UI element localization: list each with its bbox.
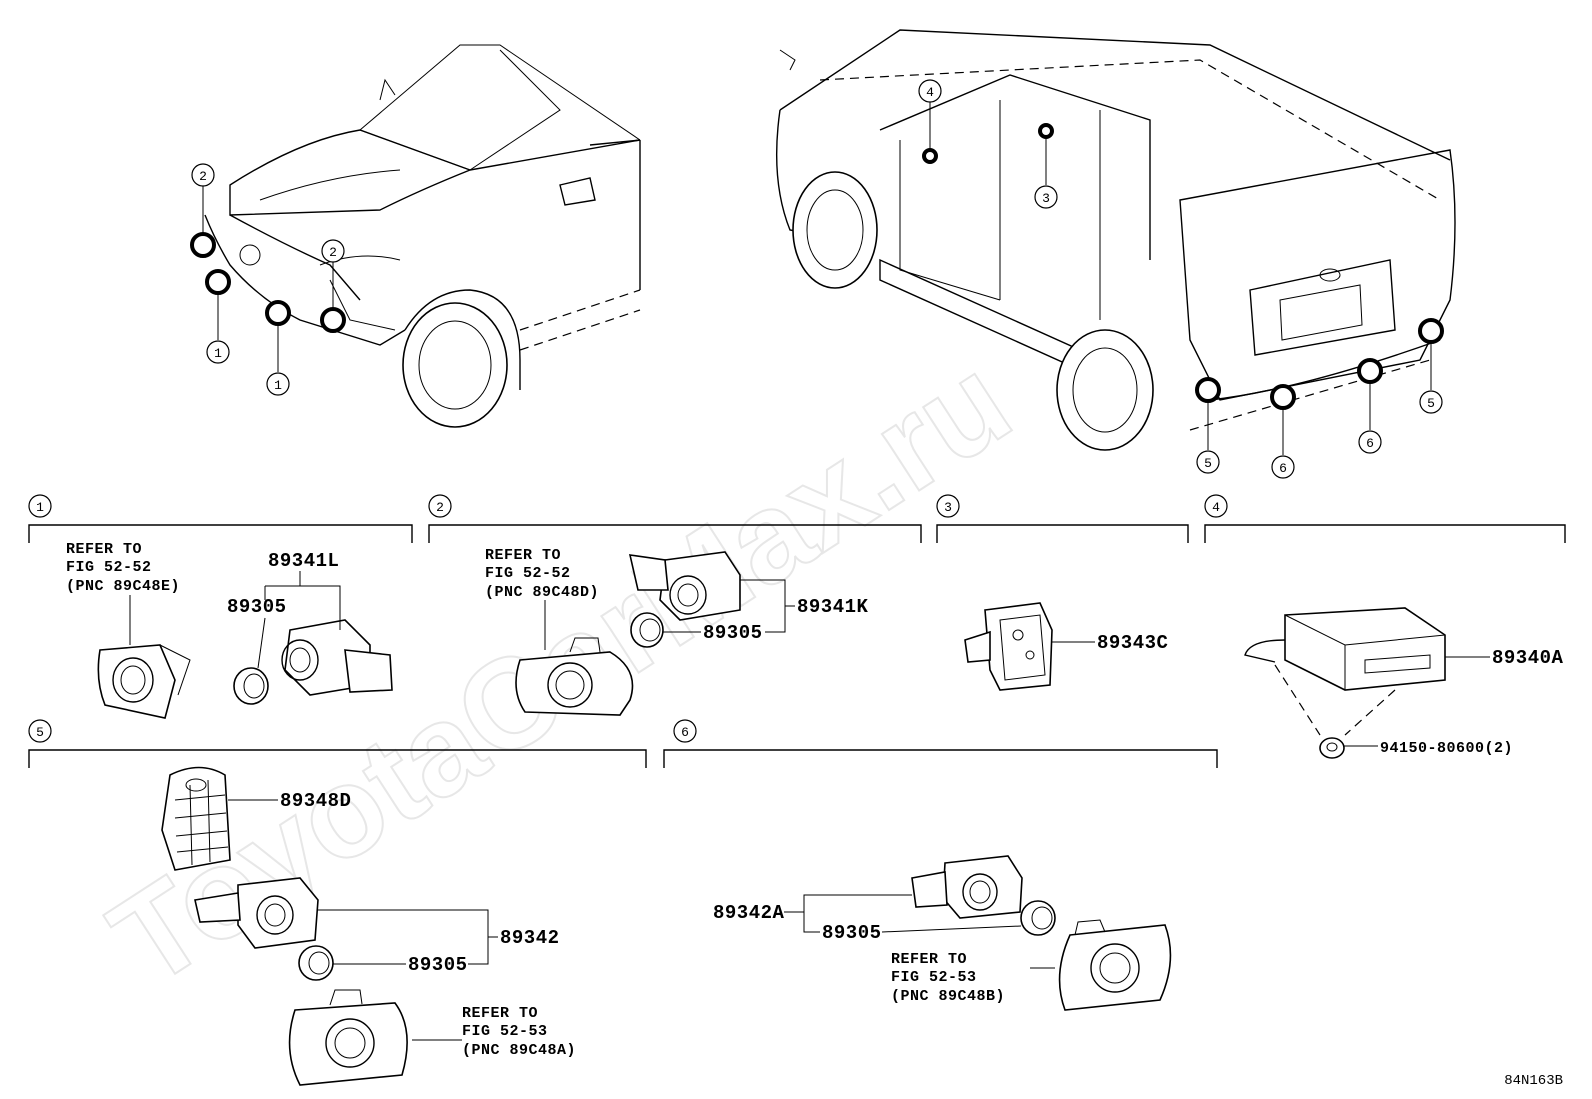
refer-note-5: REFER TO FIG 52-53 (PNC 89C48A) bbox=[462, 1005, 576, 1059]
svg-text:(PNC 89C48E): (PNC 89C48E) bbox=[66, 578, 180, 595]
section-4: 89340A 94150-80600(2) bbox=[1244, 607, 1564, 759]
front-callout-2a: 2 bbox=[191, 163, 215, 187]
svg-text:4: 4 bbox=[1212, 500, 1220, 515]
svg-text:1: 1 bbox=[36, 500, 44, 515]
bezel-rear-center bbox=[1058, 919, 1172, 1011]
retainer-ring-2 bbox=[630, 612, 664, 648]
svg-text:5: 5 bbox=[1204, 456, 1212, 471]
svg-text:FIG 52-53: FIG 52-53 bbox=[462, 1023, 548, 1040]
svg-text:3: 3 bbox=[944, 500, 952, 515]
front-sensor-marker-1a bbox=[205, 269, 231, 295]
section-6: 89342A 89305 REFER TO FIG 52-53 (PNC 89C… bbox=[713, 855, 1172, 1011]
part-89341L-label: 89341L bbox=[268, 550, 339, 572]
part-89342-label: 89342 bbox=[500, 927, 560, 949]
interior-switch-marker bbox=[1038, 123, 1054, 139]
retainer-89348D bbox=[161, 766, 231, 871]
part-94150-80600-label: 94150-80600(2) bbox=[1380, 740, 1513, 757]
diagram-id: 84N163B bbox=[1504, 1073, 1563, 1089]
section-brackets bbox=[28, 524, 1566, 768]
ecu-89340A bbox=[1244, 607, 1446, 691]
part-89305-label-6: 89305 bbox=[822, 922, 882, 944]
svg-text:REFER TO: REFER TO bbox=[462, 1005, 538, 1022]
section-5: 89348D 89342 89305 REFER TO FIG 52-53 (P… bbox=[161, 766, 576, 1086]
section-1: REFER TO FIG 52-52 (PNC 89C48E) 89341L 8… bbox=[66, 541, 393, 719]
part-89305-label-1: 89305 bbox=[227, 596, 287, 618]
svg-text:FIG 52-53: FIG 52-53 bbox=[891, 969, 977, 986]
front-callout-1a: 1 bbox=[206, 340, 230, 364]
rear-callout-3: 3 bbox=[1034, 185, 1058, 209]
svg-text:3: 3 bbox=[1042, 191, 1050, 206]
rear-callout-6b: 6 bbox=[1358, 430, 1382, 454]
rear-sensor-marker-5b bbox=[1418, 318, 1444, 344]
section-header-5: 5 bbox=[28, 719, 52, 743]
rear-sensor-marker-6a bbox=[1270, 384, 1296, 410]
rear-sensor-marker-5a bbox=[1195, 377, 1221, 403]
rear-callout-5b: 5 bbox=[1419, 390, 1443, 414]
part-89341K-label: 89341K bbox=[797, 596, 869, 618]
bolt-94150-80600 bbox=[1319, 737, 1345, 759]
retainer-ring-5 bbox=[298, 945, 334, 981]
svg-text:FIG 52-52: FIG 52-52 bbox=[485, 565, 571, 582]
front-callout-1b: 1 bbox=[266, 372, 290, 396]
front-sensor-marker-1b bbox=[265, 300, 291, 326]
section-header-1: 1 bbox=[28, 494, 52, 518]
sensor-89341K bbox=[628, 551, 741, 621]
svg-text:(PNC 89C48A): (PNC 89C48A) bbox=[462, 1042, 576, 1059]
front-callout-2b: 2 bbox=[321, 239, 345, 263]
rear-callout-4: 4 bbox=[918, 79, 942, 103]
svg-text:2: 2 bbox=[329, 245, 337, 260]
sensor-89342 bbox=[194, 877, 319, 949]
part-89343C-label: 89343C bbox=[1097, 632, 1168, 654]
section-3: 89343C bbox=[964, 602, 1168, 691]
interior-ecu-marker bbox=[922, 148, 938, 164]
svg-text:REFER TO: REFER TO bbox=[891, 951, 967, 968]
front-vehicle-illustration: 2 2 1 1 bbox=[190, 44, 641, 428]
refer-note-2: REFER TO FIG 52-52 (PNC 89C48D) bbox=[485, 547, 599, 601]
front-sensor-marker-2b bbox=[320, 307, 346, 333]
rear-sensor-marker-6b bbox=[1357, 358, 1383, 384]
svg-text:FIG 52-52: FIG 52-52 bbox=[66, 559, 152, 576]
svg-text:(PNC 89C48D): (PNC 89C48D) bbox=[485, 584, 599, 601]
svg-text:6: 6 bbox=[1279, 461, 1287, 476]
sensor-89341L bbox=[281, 619, 393, 696]
bezel-front-corner bbox=[97, 644, 191, 719]
svg-text:6: 6 bbox=[1366, 436, 1374, 451]
refer-note-6: REFER TO FIG 52-53 (PNC 89C48B) bbox=[891, 951, 1005, 1005]
part-89305-label-5: 89305 bbox=[408, 954, 468, 976]
svg-text:REFER TO: REFER TO bbox=[66, 541, 142, 558]
svg-text:5: 5 bbox=[36, 725, 44, 740]
rear-vehicle-illustration: 4 3 5 6 6 5 bbox=[775, 29, 1456, 479]
svg-text:2: 2 bbox=[199, 169, 207, 184]
retainer-ring-1 bbox=[233, 667, 269, 705]
refer-note-1: REFER TO FIG 52-52 (PNC 89C48E) bbox=[66, 541, 180, 595]
svg-text:1: 1 bbox=[214, 346, 222, 361]
svg-text:2: 2 bbox=[436, 500, 444, 515]
retainer-ring-6 bbox=[1020, 900, 1056, 936]
section-header-6: 6 bbox=[673, 719, 697, 743]
svg-text:4: 4 bbox=[926, 85, 934, 100]
bezel-front-center bbox=[515, 637, 634, 716]
svg-text:6: 6 bbox=[681, 725, 689, 740]
switch-89343C bbox=[964, 602, 1053, 691]
part-89348D-label: 89348D bbox=[280, 790, 351, 812]
bezel-rear-corner bbox=[288, 989, 408, 1086]
sensor-89342A bbox=[911, 855, 1023, 919]
part-89340A-label: 89340A bbox=[1492, 647, 1564, 669]
section-header-3: 3 bbox=[936, 494, 960, 518]
rear-callout-5a: 5 bbox=[1196, 450, 1220, 474]
front-sensor-marker-2a bbox=[190, 232, 216, 258]
svg-text:(PNC 89C48B): (PNC 89C48B) bbox=[891, 988, 1005, 1005]
part-89342A-label: 89342A bbox=[713, 902, 785, 924]
svg-text:REFER TO: REFER TO bbox=[485, 547, 561, 564]
rear-callout-6a: 6 bbox=[1271, 455, 1295, 479]
svg-text:5: 5 bbox=[1427, 396, 1435, 411]
svg-text:1: 1 bbox=[274, 378, 282, 393]
section-2: REFER TO FIG 52-52 (PNC 89C48D) 89341K 8… bbox=[485, 547, 869, 716]
section-header-4: 4 bbox=[1204, 494, 1228, 518]
section-header-2: 2 bbox=[428, 494, 452, 518]
part-89305-label-2: 89305 bbox=[703, 622, 763, 644]
